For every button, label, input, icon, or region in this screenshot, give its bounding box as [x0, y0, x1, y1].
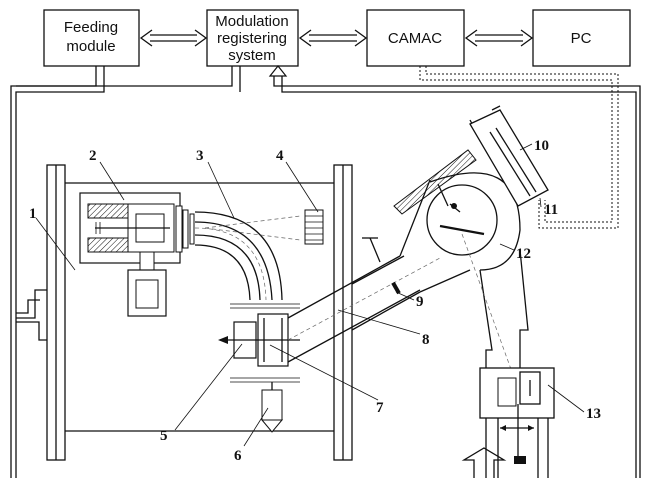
magnetic-analyser	[194, 211, 283, 301]
label-9: 9	[416, 294, 424, 310]
label-3: 3	[196, 148, 204, 164]
electrostatic-analyser	[393, 119, 521, 293]
part-labels: 1 2 3 4 5 6 7 8 9 10 11 12 13	[29, 138, 601, 464]
feeding-module-line-2: module	[66, 38, 115, 55]
label-7: 7	[376, 400, 384, 416]
camac-block: CAMAC	[366, 9, 465, 67]
pc-label: PC	[571, 30, 592, 47]
pc-block: PC	[532, 9, 631, 67]
camac-label: CAMAC	[388, 30, 442, 47]
modulation-line-2: registering	[217, 30, 287, 47]
detector-unit	[469, 105, 549, 207]
feeding-module-block: Feeding module	[43, 9, 140, 67]
detector-cable	[419, 66, 619, 229]
arrow-feeding-modulation	[139, 29, 208, 47]
ion-source	[79, 192, 195, 317]
arrow-modulation-camac	[298, 29, 368, 47]
modulation-line-1: Modulation	[215, 13, 288, 30]
label-5: 5	[160, 428, 168, 444]
label-4: 4	[276, 148, 284, 164]
leader-lines	[35, 143, 585, 447]
label-11: 11	[544, 202, 558, 218]
beam-line-tube	[287, 237, 441, 363]
modulation-registering-system-block: Modulation registering system	[206, 9, 299, 67]
label-8: 8	[422, 332, 430, 348]
label-2: 2	[89, 148, 97, 164]
modulation-line-3: system	[228, 47, 276, 64]
bus-arrows	[139, 29, 534, 47]
label-6: 6	[234, 448, 242, 464]
label-12: 12	[516, 246, 531, 262]
vacuum-chamber	[16, 164, 353, 461]
target-assembly	[218, 303, 300, 433]
label-10: 10	[534, 138, 549, 154]
feed-wires	[10, 65, 641, 478]
label-13: 13	[586, 406, 601, 422]
label-1: 1	[29, 206, 37, 222]
arrow-camac-pc	[464, 29, 534, 47]
lower-arm	[461, 233, 555, 478]
feeding-module-line-1: Feeding	[64, 19, 118, 36]
collector-grid	[204, 209, 324, 245]
